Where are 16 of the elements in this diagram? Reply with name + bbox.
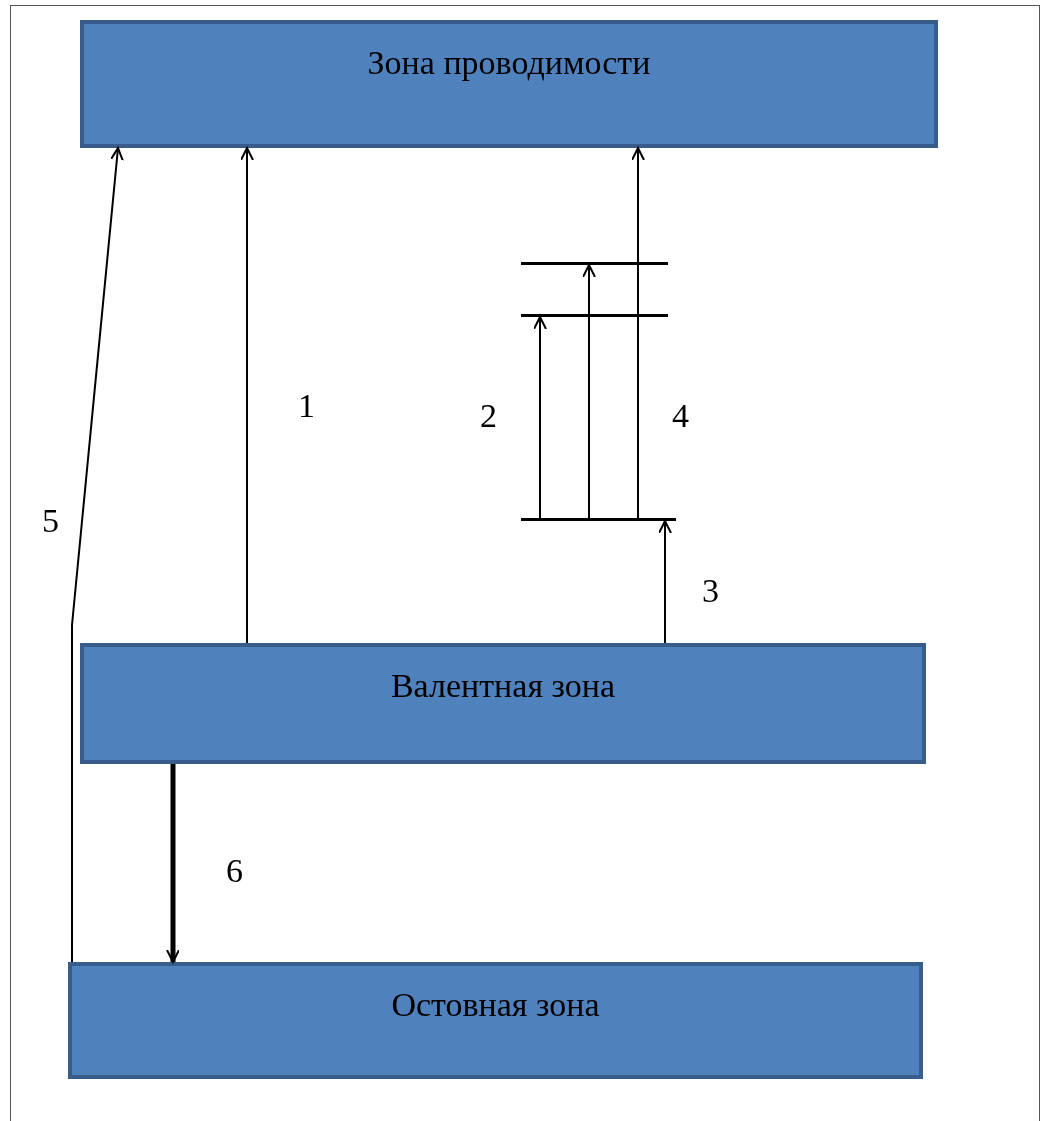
arrow: [533, 316, 547, 519]
energy-band-box: [68, 962, 923, 1079]
arrow: [166, 764, 180, 963]
energy-band-box: [80, 643, 926, 764]
arrow: [631, 147, 645, 519]
arrow: [71, 147, 124, 963]
band-label: Зона проводимости: [367, 44, 651, 82]
band-label: Валентная зона: [390, 667, 616, 705]
energy-band-box: [80, 20, 938, 148]
arrow: [582, 264, 596, 519]
energy-level-line: [521, 262, 668, 265]
energy-level-line: [521, 314, 668, 317]
arrow: [240, 147, 254, 644]
energy-level-line: [521, 518, 676, 521]
arrow: [658, 520, 672, 644]
band-label: Остовная зона: [391, 986, 600, 1024]
